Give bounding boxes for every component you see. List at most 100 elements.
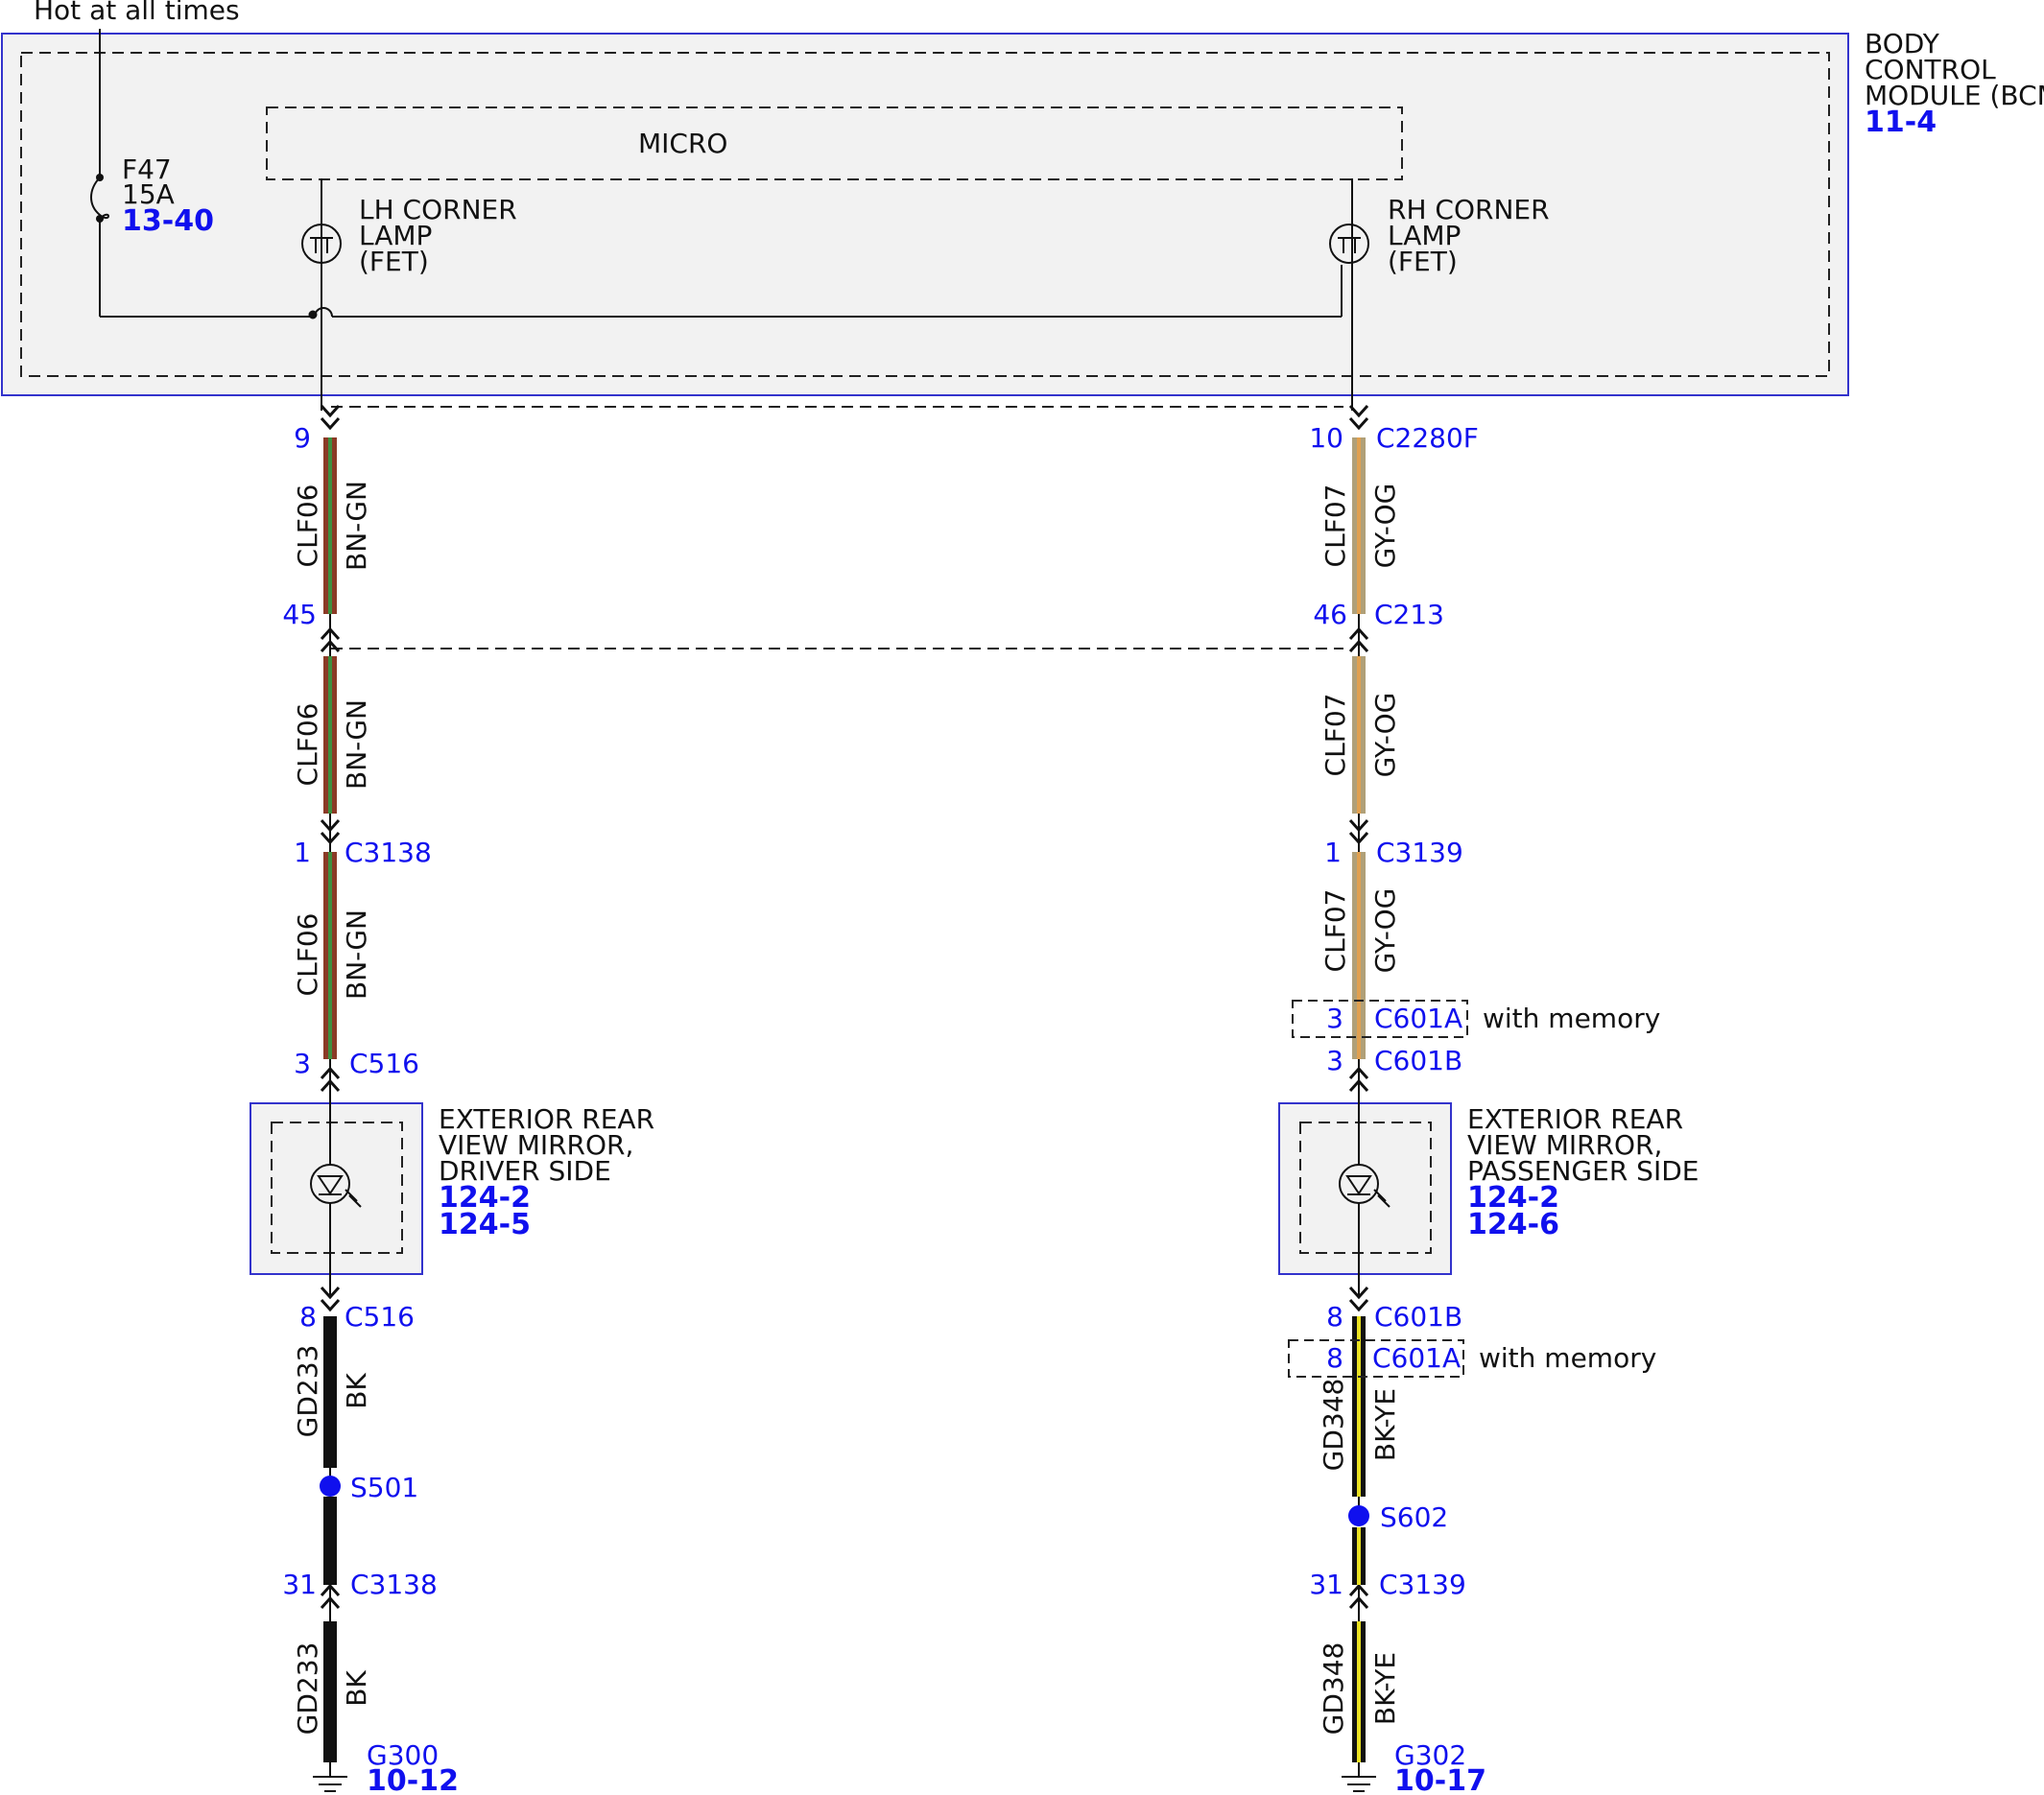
right-wire-segment-2 [1352, 656, 1366, 814]
right-c1-name[interactable]: C2280F [1376, 422, 1479, 454]
right-seg2-color: GY-OG [1369, 693, 1401, 778]
left-c5-pin: 8 [299, 1301, 317, 1333]
right-mirror-ref-2[interactable]: 124-6 [1467, 1208, 1559, 1241]
right-ground-name[interactable]: G302 [1394, 1739, 1466, 1771]
rh-fet-line-2: LAMP [1388, 220, 1461, 251]
bcm-name-line-2: CONTROL [1865, 54, 1996, 85]
right-c3-name[interactable]: C3139 [1376, 837, 1463, 868]
left-seg4-color: BK [341, 1373, 372, 1409]
right-c5-pin: 8 [1326, 1301, 1343, 1333]
left-wire-segment-3 [323, 852, 337, 1059]
right-seg5-circuit: GD348 [1318, 1642, 1349, 1736]
left-ground-name[interactable]: G300 [367, 1739, 439, 1771]
bcm-outline [1, 33, 1849, 396]
left-c1-connector-icon [320, 404, 341, 430]
rh-fet-line-1: RH CORNER [1388, 194, 1550, 225]
right-seg1-circuit: CLF07 [1319, 484, 1351, 568]
right-seg2-circuit: CLF07 [1319, 694, 1351, 777]
fuse-icon [96, 174, 104, 223]
right-c6-name[interactable]: C3139 [1379, 1569, 1466, 1600]
left-mirror-component [250, 1094, 423, 1286]
left-c6-name[interactable]: C3138 [350, 1569, 438, 1600]
left-c3-pin: 1 [294, 837, 311, 868]
left-c5-name[interactable]: C516 [345, 1301, 415, 1333]
lh-fet-line-3: (FET) [359, 246, 429, 277]
left-mirror-led-icon [310, 1164, 362, 1208]
left-wire-segment-4 [323, 1316, 337, 1468]
left-mirror-line-3: DRIVER SIDE [439, 1155, 611, 1187]
left-mirror-ref-1[interactable]: 124-2 [439, 1181, 531, 1215]
left-seg5-circuit: GD233 [292, 1642, 323, 1736]
right-circuit: 10 C2280F 46 C213 1 C3139 CLF07 GY-OG CL… [1278, 404, 1699, 1795]
left-splice-dot [320, 1476, 341, 1497]
micro-box [266, 106, 1403, 180]
right-seg4-color: BK-YE [1369, 1388, 1401, 1461]
right-c3-pin: 1 [1324, 837, 1342, 868]
right-ground-ref[interactable]: 10-17 [1394, 1764, 1486, 1795]
left-seg2-color: BN-GN [341, 699, 372, 790]
micro-label: MICRO [638, 128, 727, 159]
left-c1-pin: 9 [294, 422, 311, 454]
right-opt2-note: with memory [1479, 1342, 1656, 1374]
right-opt1-name[interactable]: C601A [1374, 1003, 1462, 1034]
right-opt2-box [1288, 1339, 1464, 1378]
left-splice-label[interactable]: S501 [350, 1472, 418, 1503]
right-opt1-pin: 3 [1326, 1003, 1343, 1034]
right-ground-icon [1342, 1762, 1376, 1792]
right-wire-segment-3 [1352, 852, 1366, 1059]
power-label: Hot at all times [34, 0, 240, 26]
bcm-ref-link[interactable]: 11-4 [1865, 106, 1937, 139]
left-c4-name[interactable]: C516 [349, 1048, 419, 1079]
left-mirror-line-2: VIEW MIRROR, [439, 1129, 633, 1161]
right-opt1-note: with memory [1483, 1003, 1660, 1034]
lh-fet-line-2: LAMP [359, 220, 432, 251]
left-ground-icon [313, 1762, 347, 1792]
right-splice-label[interactable]: S602 [1380, 1501, 1448, 1533]
right-opt1-box [1292, 1000, 1468, 1038]
right-opt2-name[interactable]: C601A [1372, 1342, 1461, 1374]
left-ground-ref[interactable]: 10-12 [367, 1764, 459, 1795]
right-c2-name[interactable]: C213 [1374, 599, 1444, 630]
right-c2-pin: 46 [1313, 599, 1347, 630]
lh-fet-line-1: LH CORNER [359, 194, 517, 225]
right-c1-pin: 10 [1309, 422, 1343, 454]
left-seg3-color: BN-GN [341, 909, 372, 1000]
right-c4-name[interactable]: C601B [1374, 1045, 1462, 1076]
right-wire-segment-4b [1352, 1527, 1366, 1585]
right-c6-pin: 31 [1309, 1569, 1343, 1600]
right-mirror-led-icon [1339, 1164, 1390, 1208]
rh-fet-line-3: (FET) [1388, 246, 1458, 277]
bcm-name-line-1: BODY [1865, 28, 1940, 59]
left-seg1-circuit: CLF06 [292, 484, 323, 568]
left-seg4-circuit: GD233 [292, 1345, 323, 1438]
left-wire-segment-5 [323, 1621, 337, 1762]
left-wire-segment-1 [323, 437, 337, 614]
fuse-ref-link[interactable]: 13-40 [122, 204, 214, 238]
right-seg3-circuit: CLF07 [1319, 889, 1351, 973]
left-c3-name[interactable]: C3138 [345, 837, 432, 868]
right-c5-name[interactable]: C601B [1374, 1301, 1462, 1333]
left-wire-segment-4b [323, 1497, 337, 1585]
left-seg1-color: BN-GN [341, 481, 372, 571]
right-wire-segment-5 [1352, 1621, 1366, 1762]
rh-fet-icon [1329, 224, 1369, 264]
right-splice-dot [1348, 1505, 1369, 1526]
right-c4-pin: 3 [1326, 1045, 1343, 1076]
bcm-name-line-3: MODULE (BCM) [1865, 80, 2044, 111]
left-seg5-color: BK [341, 1670, 372, 1707]
right-c1-connector-icon [1348, 404, 1369, 430]
left-c6-pin: 31 [282, 1569, 317, 1600]
fuse-rating: 15A [122, 178, 175, 210]
right-wire-segment-4 [1352, 1316, 1366, 1497]
lh-fet-icon [301, 224, 342, 319]
right-mirror-line-2: VIEW MIRROR, [1467, 1129, 1662, 1161]
right-mirror-component [1278, 1094, 1452, 1286]
left-seg3-circuit: CLF06 [292, 913, 323, 997]
left-mirror-ref-2[interactable]: 124-5 [439, 1208, 531, 1241]
bcm-inner-boundary [20, 52, 1830, 377]
left-circuit: 9 45 1 C3138 3 C516 CLF06 BN-GN CLF06 BN… [250, 404, 654, 1795]
left-c4-pin: 3 [294, 1048, 311, 1079]
right-opt2-pin: 8 [1326, 1342, 1343, 1374]
right-mirror-ref-1[interactable]: 124-2 [1467, 1181, 1559, 1215]
